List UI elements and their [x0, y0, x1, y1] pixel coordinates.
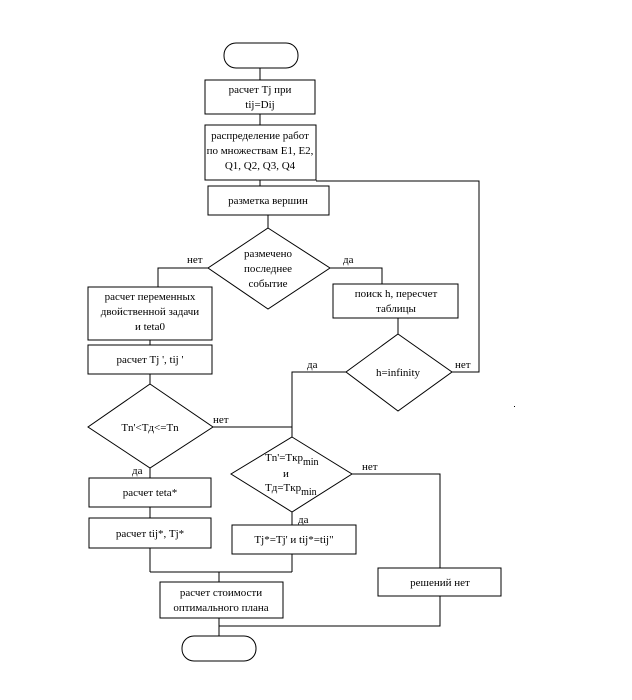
- process-calc-tij-star: расчет tij*, Tj*: [88, 517, 212, 549]
- process-calc-teta: расчет teta*: [88, 477, 212, 508]
- process-assign-star-label: Tj*=Tj' и tij*=tij": [254, 534, 333, 546]
- decision-tn-range-label: Tn'<Tд<=Tn: [121, 422, 179, 434]
- process-distribute-works: распределение работ по множествам E1, E2…: [204, 124, 317, 181]
- process-search-h-line-2: таблицы: [376, 303, 416, 315]
- edge-label-no-h-infinity: нет: [455, 359, 471, 371]
- process-calc-tj-prime-label: расчет Tj ', tij ': [117, 354, 184, 366]
- decision-tkr-line-2: и: [283, 468, 289, 480]
- edge-label-yes-tn-range: да: [132, 465, 143, 477]
- decision-last-event-line-1: размечено: [244, 248, 292, 260]
- process-assign-star: Tj*=Tj' и tij*=tij": [231, 524, 357, 555]
- process-cost-line-1: расчет стоимости: [180, 587, 262, 599]
- end-terminal: [181, 635, 257, 662]
- decision-last-event: размечено последнее событие: [207, 227, 331, 310]
- process-calc-tj-prime: расчет Tj ', tij ': [87, 344, 213, 375]
- process-cost-line-2: оптимального плана: [173, 602, 268, 614]
- process-calc-cost: расчет стоимости оптимального плана: [159, 581, 284, 619]
- decision-last-event-line-2: последнее: [244, 263, 292, 275]
- process-no-solution: решений нет: [377, 567, 502, 597]
- process-search-h-line-1: поиск h, пересчет: [355, 288, 438, 300]
- process-calc-tj-line-1: расчет Tj при: [229, 84, 292, 96]
- process-distribute-line-3: Q1, Q2, Q3, Q4: [225, 160, 296, 172]
- decision-tn-range: Tn'<Tд<=Tn: [87, 383, 214, 469]
- decision-h-infinity: h=infinity: [345, 333, 453, 412]
- decision-last-event-line-3: событие: [249, 278, 288, 290]
- process-dual-vars-line-1: расчет переменных: [105, 291, 196, 303]
- process-calc-tj: расчет Tj при tij=Dij: [204, 79, 316, 115]
- decision-tkr-sub-1: min: [303, 457, 319, 468]
- process-distribute-line-1: распределение работ: [211, 130, 309, 142]
- decision-tkr-line-3: Tд=Tкр: [265, 482, 302, 494]
- process-dual-variables: расчет переменных двойственной задачи и …: [87, 286, 213, 341]
- process-calc-tij-star-label: расчет tij*, Tj*: [116, 528, 184, 540]
- edge-label-yes-last-event: да: [343, 254, 354, 266]
- process-distribute-line-2: по множествам E1, E2,: [207, 145, 314, 157]
- svg-text:Tn'=Tкрmin: Tn'=Tкрmin: [265, 452, 319, 468]
- edge-label-no-last-event: нет: [187, 254, 203, 266]
- stray-dot: [514, 406, 515, 407]
- start-terminal: [223, 42, 299, 69]
- decision-tkr-check: Tn'=Tкрmin и Tд=Tкрmin: [230, 436, 353, 513]
- process-dual-vars-line-3: и teta0: [135, 321, 166, 333]
- decision-tkr-sub-3: min: [301, 487, 317, 498]
- edge-label-yes-tkr-check: да: [298, 514, 309, 526]
- process-calc-tj-line-2: tij=Dij: [245, 99, 274, 111]
- connector-lines: [149, 68, 480, 636]
- process-search-h: поиск h, пересчет таблицы: [332, 283, 459, 319]
- process-calc-teta-label: расчет teta*: [123, 487, 177, 499]
- svg-text:Tд=Tкрmin: Tд=Tкрmin: [265, 482, 317, 498]
- edge-label-no-tn-range: нет: [213, 414, 229, 426]
- process-mark-vertices-label: разметка вершин: [228, 195, 308, 207]
- decision-tkr-line-1: Tn'=Tкр: [265, 452, 303, 464]
- process-dual-vars-line-2: двойственной задачи: [101, 306, 200, 318]
- decision-h-infinity-label: h=infinity: [376, 367, 421, 379]
- edge-label-no-tkr-check: нет: [362, 461, 378, 473]
- process-mark-vertices: разметка вершин: [207, 185, 330, 216]
- edge-label-yes-h-infinity: да: [307, 359, 318, 371]
- process-no-solution-label: решений нет: [410, 577, 470, 589]
